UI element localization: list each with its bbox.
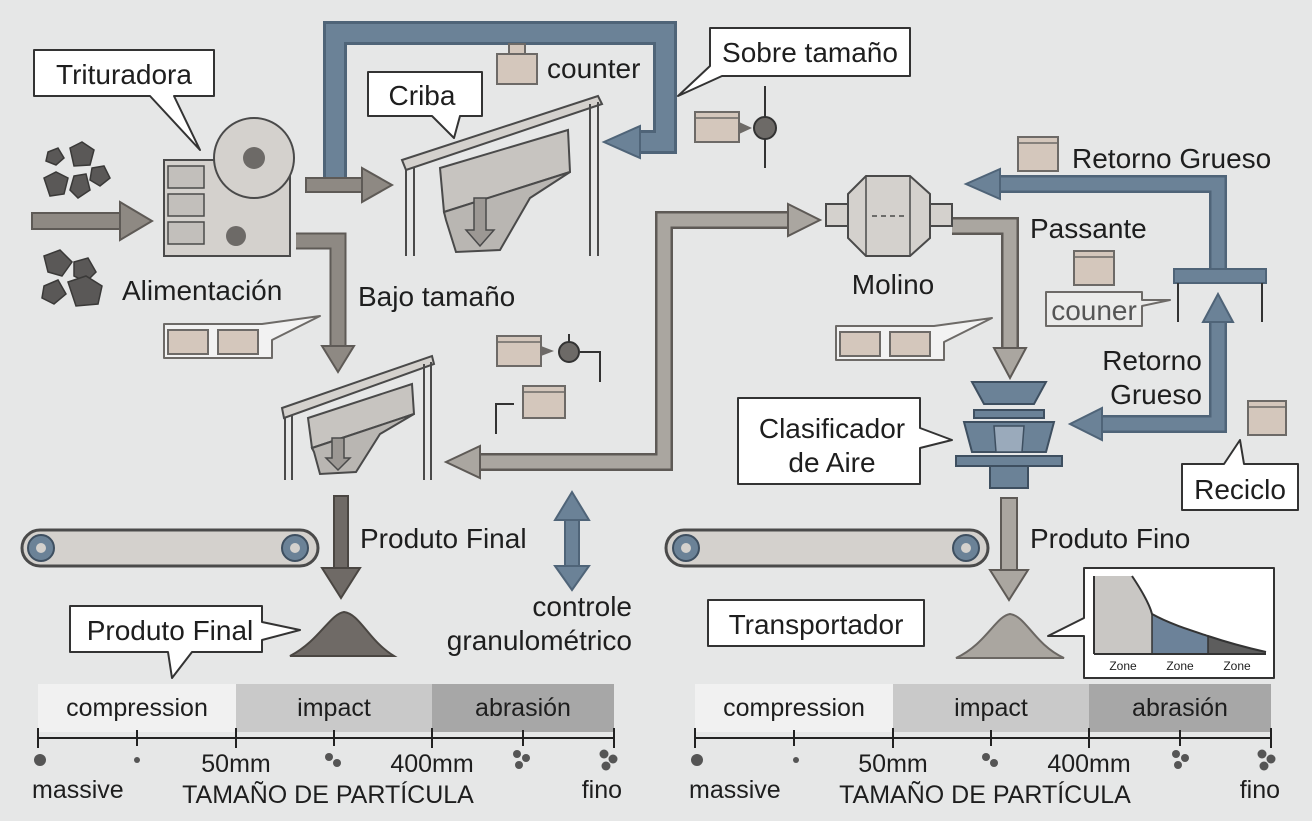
scale-left-end-massive: massive [32, 776, 124, 804]
scale-left-segment-compression: compression [66, 694, 208, 722]
callout-couner: couner [1045, 291, 1171, 327]
scale-left-tick-400mm: 400mm [390, 750, 473, 778]
alimentacion-label: Alimentación [122, 275, 282, 306]
scale-left-end-fino: fino [582, 776, 622, 804]
jaw-crusher-icon [163, 117, 295, 257]
scale-right-end-massive: massive [689, 776, 781, 804]
mini-curve-chart: Zone Zone Zone [1047, 567, 1275, 679]
mill-to-classifier-line [952, 217, 1028, 381]
scale-right-segment-abrasion: abrasión [1132, 694, 1228, 722]
criba-label: Criba [389, 80, 456, 111]
produto-final-callout-label: Produto Final [87, 615, 254, 646]
fine-product-arrow [988, 497, 1030, 602]
mini-chart-zone-label-3: Zone [1223, 659, 1251, 673]
retorno-grueso-side-label-2: Grueso [1110, 379, 1202, 410]
undersize-line [296, 232, 356, 374]
scale-left-segment-impact: impact [297, 694, 371, 722]
counter-label: counter [547, 53, 640, 84]
callout-trituradora: Trituradora [33, 49, 215, 151]
scale-left-title: TAMAÑO DE PARTÍCULA [182, 780, 474, 809]
callout-reciclo: Reciclo [1181, 439, 1299, 511]
particle-size-scale-right: compression impact abrasión 50mm 400mm m… [689, 684, 1280, 809]
retorno-grueso-side-label-1: Retorno [1102, 345, 1202, 376]
controle-label-2: granulométrico [447, 625, 632, 656]
air-classifier-icon [955, 381, 1063, 489]
reciclo-label: Reciclo [1194, 474, 1286, 505]
couner-label: couner [1051, 295, 1137, 326]
panel-icon [496, 43, 1287, 436]
sensor-valve-icon [694, 86, 777, 168]
feed-arrow [31, 200, 154, 242]
scale-left-tick-50mm: 50mm [201, 750, 270, 778]
callout-sobre-tamano: Sobre tamaño [677, 27, 911, 97]
transportador-label: Transportador [729, 609, 904, 640]
scale-right-segment-impact: impact [954, 694, 1028, 722]
stockpile-fine-icon [955, 612, 1065, 659]
scale-right-end-fino: fino [1240, 776, 1280, 804]
mini-chart-zone-2 [1152, 614, 1208, 654]
scale-right-tick-400mm: 400mm [1047, 750, 1130, 778]
control-double-arrow [553, 490, 591, 592]
coarse-return-top-line [963, 167, 1227, 268]
trituradora-label: Trituradora [56, 59, 192, 90]
controle-label-1: controle [532, 591, 632, 622]
crusher-to-screen-arrow [305, 166, 395, 204]
produto-fino-label: Produto Fino [1030, 523, 1190, 554]
bajo-tamano-label: Bajo tamaño [358, 281, 515, 312]
conveyor-belt-icon [20, 528, 320, 568]
scale-right-segment-compression: compression [723, 694, 865, 722]
ball-mill-icon [825, 175, 953, 257]
rock-pile-icon [41, 141, 111, 307]
scale-left-segment-abrasion: abrasión [475, 694, 571, 722]
callout-criba: Criba [367, 71, 483, 139]
stockpile-icon [289, 610, 398, 657]
vibrating-screen-icon [400, 94, 604, 256]
scale-right-title: TAMAÑO DE PARTÍCULA [839, 780, 1131, 809]
molino-label: Molino [852, 269, 934, 300]
retorno-grueso-top-label: Retorno Grueso [1072, 143, 1271, 174]
oversize-return-line [323, 21, 677, 180]
callout-transportador: Transportador [707, 599, 925, 647]
callout-produto-final: Produto Final [69, 605, 301, 679]
mini-chart-zone-label-1: Zone [1109, 659, 1137, 673]
passante-label: Passante [1030, 213, 1147, 244]
final-product-arrow [320, 495, 362, 600]
particle-size-scale-left: compression impact abrasión 50mm 400mm m… [32, 684, 622, 809]
mini-chart-zone-1 [1094, 576, 1152, 654]
dual-panel-icon [163, 315, 321, 359]
sensor-valve-lower-icon [495, 334, 601, 434]
callout-clasificador: Clasificador de Aire [737, 397, 953, 485]
produto-final-label: Produto Final [360, 523, 527, 554]
conveyor-belt-right-icon [664, 528, 990, 568]
clasificador-label-2: de Aire [788, 447, 875, 478]
splitter [1173, 268, 1267, 322]
dual-panel-right-icon [835, 317, 993, 361]
vibrating-screen-lower-icon [280, 354, 436, 480]
mini-chart-zone-label-2: Zone [1166, 659, 1194, 673]
coarse-return-side-line [1067, 291, 1235, 442]
scale-right-tick-50mm: 50mm [858, 750, 927, 778]
screen-to-mill-line [443, 202, 823, 480]
clasificador-label-1: Clasificador [759, 413, 905, 444]
sobre-tamano-label: Sobre tamaño [722, 37, 898, 68]
